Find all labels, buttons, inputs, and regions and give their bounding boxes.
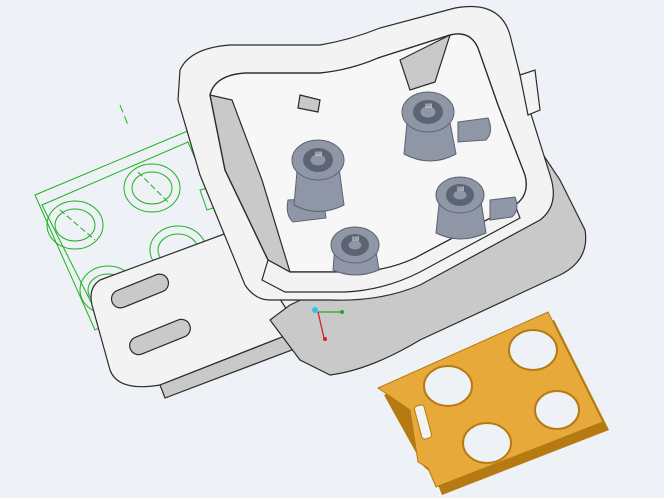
mount-slot [129, 318, 191, 356]
pin-marking: ⅡⅢ [425, 103, 432, 110]
coordinate-triad [312, 307, 344, 341]
pin[interactable]: ⅡⅢ [286, 139, 345, 223]
plate-hole [508, 329, 558, 371]
sketch-circle [54, 208, 96, 242]
plate-hole [423, 365, 473, 407]
orange-spacer-plate[interactable] [376, 311, 609, 495]
pin-marking: ⅡⅢ [457, 186, 464, 193]
connector-pins[interactable]: ⅡⅢ ⅡⅢ ⅡⅢ ⅡⅢ [286, 91, 518, 276]
plate-slot [413, 404, 433, 440]
sketch-centerline [59, 209, 96, 241]
sketch-centerline [119, 104, 129, 126]
sketch-circle [46, 200, 104, 250]
pin-marking: ⅡⅢ [315, 151, 322, 158]
sketch-centerline [137, 171, 171, 205]
pin[interactable]: ⅡⅢ [330, 226, 380, 276]
plate-hole [462, 422, 512, 464]
pin[interactable]: ⅡⅢ [401, 91, 492, 162]
plate-hole [534, 390, 580, 430]
sketch-circle [131, 171, 173, 205]
pin[interactable]: ⅡⅢ [435, 176, 518, 240]
sketch-circle [123, 163, 181, 213]
mount-slot [110, 273, 170, 309]
pin-marking: ⅡⅢ [352, 236, 359, 243]
